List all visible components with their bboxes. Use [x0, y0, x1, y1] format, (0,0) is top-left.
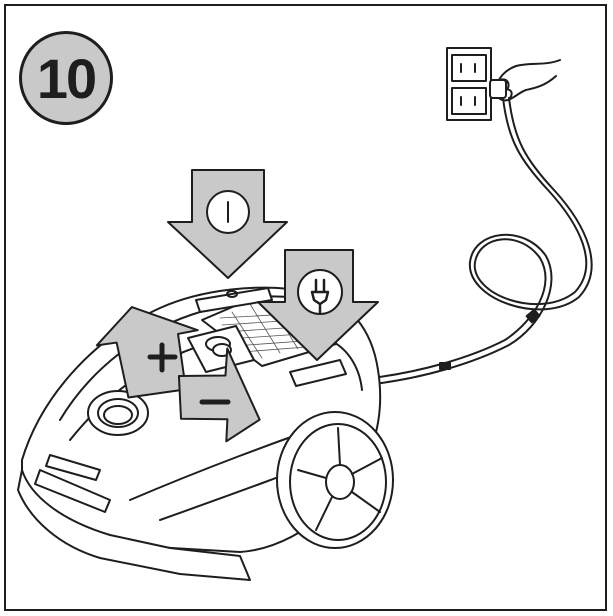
- step-number-badge: 10: [19, 31, 113, 125]
- power-cord: [371, 97, 593, 385]
- step-number: 10: [36, 46, 97, 110]
- hand-icon: [489, 59, 561, 102]
- wall-socket: [446, 47, 492, 121]
- increase-power-arrow: [95, 306, 199, 399]
- power-button-arrow: [167, 169, 288, 279]
- decrease-power-arrow: [177, 347, 261, 443]
- cord-rewind-arrow: [257, 249, 379, 361]
